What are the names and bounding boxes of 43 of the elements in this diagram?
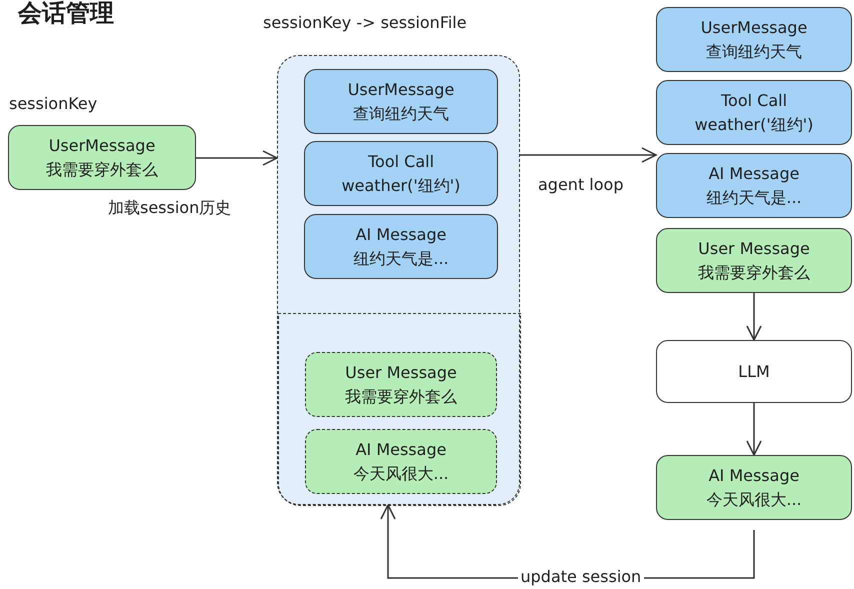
message-content: 查询纽约天气	[353, 102, 449, 124]
arrow	[746, 293, 762, 341]
message-content: 我需要穿外套么	[345, 386, 457, 408]
message-content: 我需要穿外套么	[46, 158, 158, 180]
message-type: AI Message	[356, 438, 446, 460]
message-type: User Message	[698, 238, 810, 260]
title: 会话管理	[18, 0, 114, 29]
message-type: User Message	[345, 362, 457, 384]
message-content: 今天风很大...	[353, 462, 449, 484]
message-content: 纽约天气是...	[706, 186, 802, 208]
message-content: weather('纽约')	[694, 114, 814, 136]
message-box	[656, 455, 852, 520]
side-label: sessionKey	[9, 94, 98, 113]
message-type: UserMessage	[348, 78, 454, 100]
arrow	[520, 147, 657, 163]
edge-label: update session	[518, 567, 644, 586]
message-box	[656, 228, 852, 293]
message-box	[304, 69, 498, 134]
box-label: LLM	[738, 360, 770, 382]
message-content: 我需要穿外套么	[698, 262, 810, 284]
llm-box	[656, 340, 852, 403]
message-box	[656, 80, 852, 145]
message-content: 查询纽约天气	[706, 40, 802, 62]
arrow	[746, 403, 762, 456]
message-box	[656, 7, 852, 72]
history-section	[278, 313, 521, 506]
message-box	[305, 429, 497, 494]
panel-heading: sessionKey -> sessionFile	[263, 12, 467, 34]
message-type: UserMessage	[700, 16, 808, 38]
message-type: AI Message	[708, 162, 800, 184]
message-box	[305, 352, 497, 417]
arrow	[196, 150, 278, 166]
message-box	[656, 153, 852, 218]
message-type: UserMessage	[48, 134, 156, 156]
message-type: Tool Call	[368, 150, 434, 172]
message-box	[304, 141, 498, 206]
message-type: AI Message	[356, 224, 446, 246]
message-content: weather('纽约')	[342, 174, 460, 196]
message-box	[304, 214, 498, 279]
message-content: 今天风很大...	[706, 488, 802, 510]
message-type: AI Message	[708, 464, 800, 486]
message-content: 纽约天气是...	[353, 248, 449, 270]
message-type: Tool Call	[720, 90, 788, 112]
